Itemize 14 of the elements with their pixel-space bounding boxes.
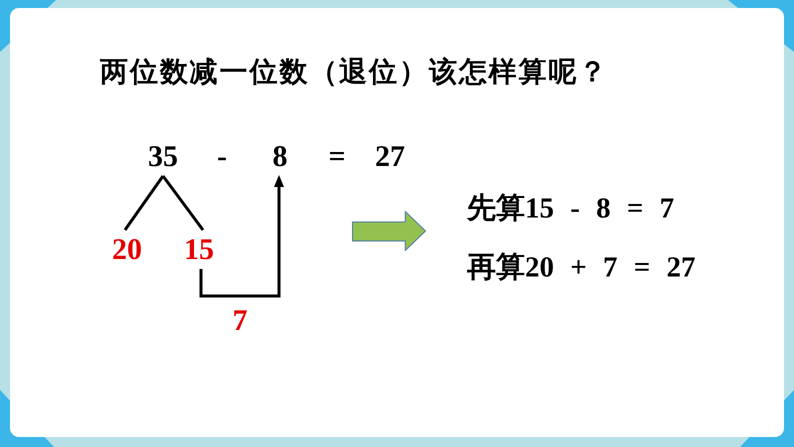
- split-number: 15: [184, 235, 214, 265]
- equals-sign: =: [328, 142, 346, 172]
- split-line: [124, 175, 164, 231]
- question-heading: 两位数减一位数（退位）该怎样算呢？: [100, 58, 608, 86]
- minuend-number: 35: [148, 142, 178, 172]
- subtrahend-number: 8: [272, 142, 288, 172]
- split-number: 20: [112, 235, 142, 265]
- minus-sign: -: [217, 142, 227, 172]
- block-arrow: [352, 211, 426, 251]
- result-number: 27: [375, 142, 405, 172]
- split-line: [162, 175, 204, 231]
- calculation-step: 再算20 + 7 = 27: [467, 254, 696, 282]
- calculation-step: 先算15 - 8 = 7: [467, 194, 674, 224]
- arrow: [200, 175, 284, 298]
